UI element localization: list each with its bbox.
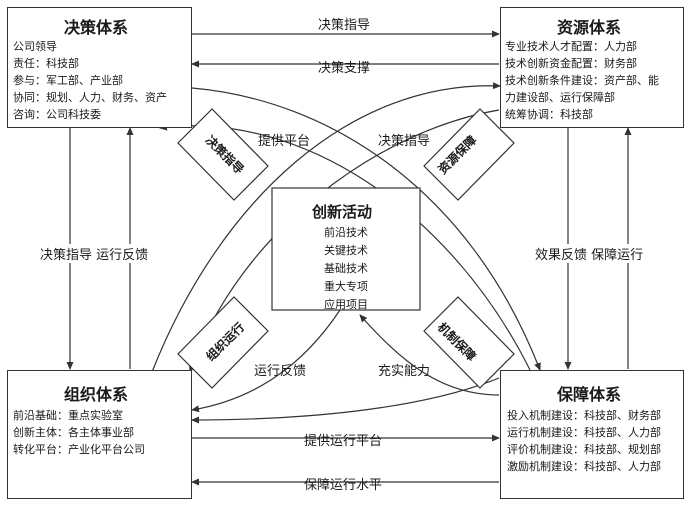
center-activity-title: 创新活动 xyxy=(312,203,373,221)
resource-line: 力建设部、运行保障部 xyxy=(505,91,615,104)
decision-system-title: 决策体系 xyxy=(64,18,129,37)
guarantee-system-title: 保障体系 xyxy=(557,385,622,404)
funnel-mechanism-guarantee xyxy=(423,296,515,389)
label-bottom-left-arrow: 保障运行水平 xyxy=(304,478,383,493)
curve-organization-to-resource xyxy=(151,82,501,373)
label-right-vertical: 效果反馈 保障运行 xyxy=(535,244,644,263)
label-bottom-right-arrow: 提供运行平台 xyxy=(304,434,383,449)
decision-line: 公司领导 xyxy=(13,40,57,53)
resource-line: 技术创新条件建设：资产部、能 xyxy=(505,74,659,87)
label-mid-top-left: 提供平台 xyxy=(258,134,311,149)
funnel-resource-guarantee xyxy=(423,108,515,201)
center-activity-item: 前沿技术 xyxy=(324,226,368,239)
organization-line: 创新主体：各主体事业部 xyxy=(13,426,134,439)
resource-system-box: 资源体系 专业技术人才配置：人力部 技术创新资金配置：财务部 技术创新条件建设：… xyxy=(500,7,684,128)
organization-system-box: 组织体系 前沿基础：重点实验室 创新主体：各主体事业部 转化平台：产业化平台公司 xyxy=(7,370,192,499)
funnel-decision-guidance xyxy=(177,108,269,201)
resource-line: 专业技术人才配置：人力部 xyxy=(505,40,637,53)
label-top-left-arrow: 决策支撑 xyxy=(318,61,371,76)
guarantee-line: 激励机制建设：科技部、人力部 xyxy=(507,460,661,473)
curve-resource-to-organization-low xyxy=(191,377,500,424)
label-left-vertical: 决策指导 运行反馈 xyxy=(40,244,149,263)
resource-line: 技术创新资金配置：财务部 xyxy=(505,57,637,70)
center-activity-item: 重大专项 xyxy=(324,280,368,293)
decision-line: 责任：科技部 xyxy=(13,57,79,70)
decision-system-box: 决策体系 公司领导 责任：科技部 参与：军工部、产业部 协同：规划、人力、财务、… xyxy=(7,7,192,128)
decision-line: 参与：军工部、产业部 xyxy=(13,74,123,87)
guarantee-line: 投入机制建设：科技部、财务部 xyxy=(507,409,661,422)
center-activity-box xyxy=(271,187,421,311)
guarantee-line: 运行机制建设：科技部、人力部 xyxy=(507,426,661,439)
decision-line: 咨询：公司科技委 xyxy=(13,108,101,121)
label-top-right-arrow: 决策指导 xyxy=(318,18,371,33)
center-activity-item: 关键技术 xyxy=(324,244,368,257)
guarantee-line: 评价机制建设：科技部、规划部 xyxy=(507,443,661,456)
resource-line: 统筹协调：科技部 xyxy=(505,108,593,121)
organization-system-title: 组织体系 xyxy=(64,385,129,404)
curve-center-to-organization xyxy=(191,309,341,413)
curve-decision-to-guarantee xyxy=(191,87,541,371)
resource-system-title: 资源体系 xyxy=(557,18,622,37)
curve-guarantee-to-center xyxy=(359,314,500,396)
center-activity-item: 基础技术 xyxy=(324,262,368,275)
guarantee-system-box: 保障体系 投入机制建设：科技部、财务部 运行机制建设：科技部、人力部 评价机制建… xyxy=(500,370,684,499)
decision-line: 协同：规划、人力、财务、资产 xyxy=(13,91,167,104)
funnel-organization-operation xyxy=(177,296,269,389)
organization-line: 前沿基础：重点实验室 xyxy=(13,409,123,422)
center-activity-item: 应用项目 xyxy=(324,298,368,311)
label-mid-bottom-left: 运行反馈 xyxy=(254,364,307,379)
organization-line: 转化平台：产业化平台公司 xyxy=(13,443,145,456)
label-mid-bottom-right: 充实能力 xyxy=(378,364,431,379)
label-mid-top-right: 决策指导 xyxy=(378,134,431,149)
